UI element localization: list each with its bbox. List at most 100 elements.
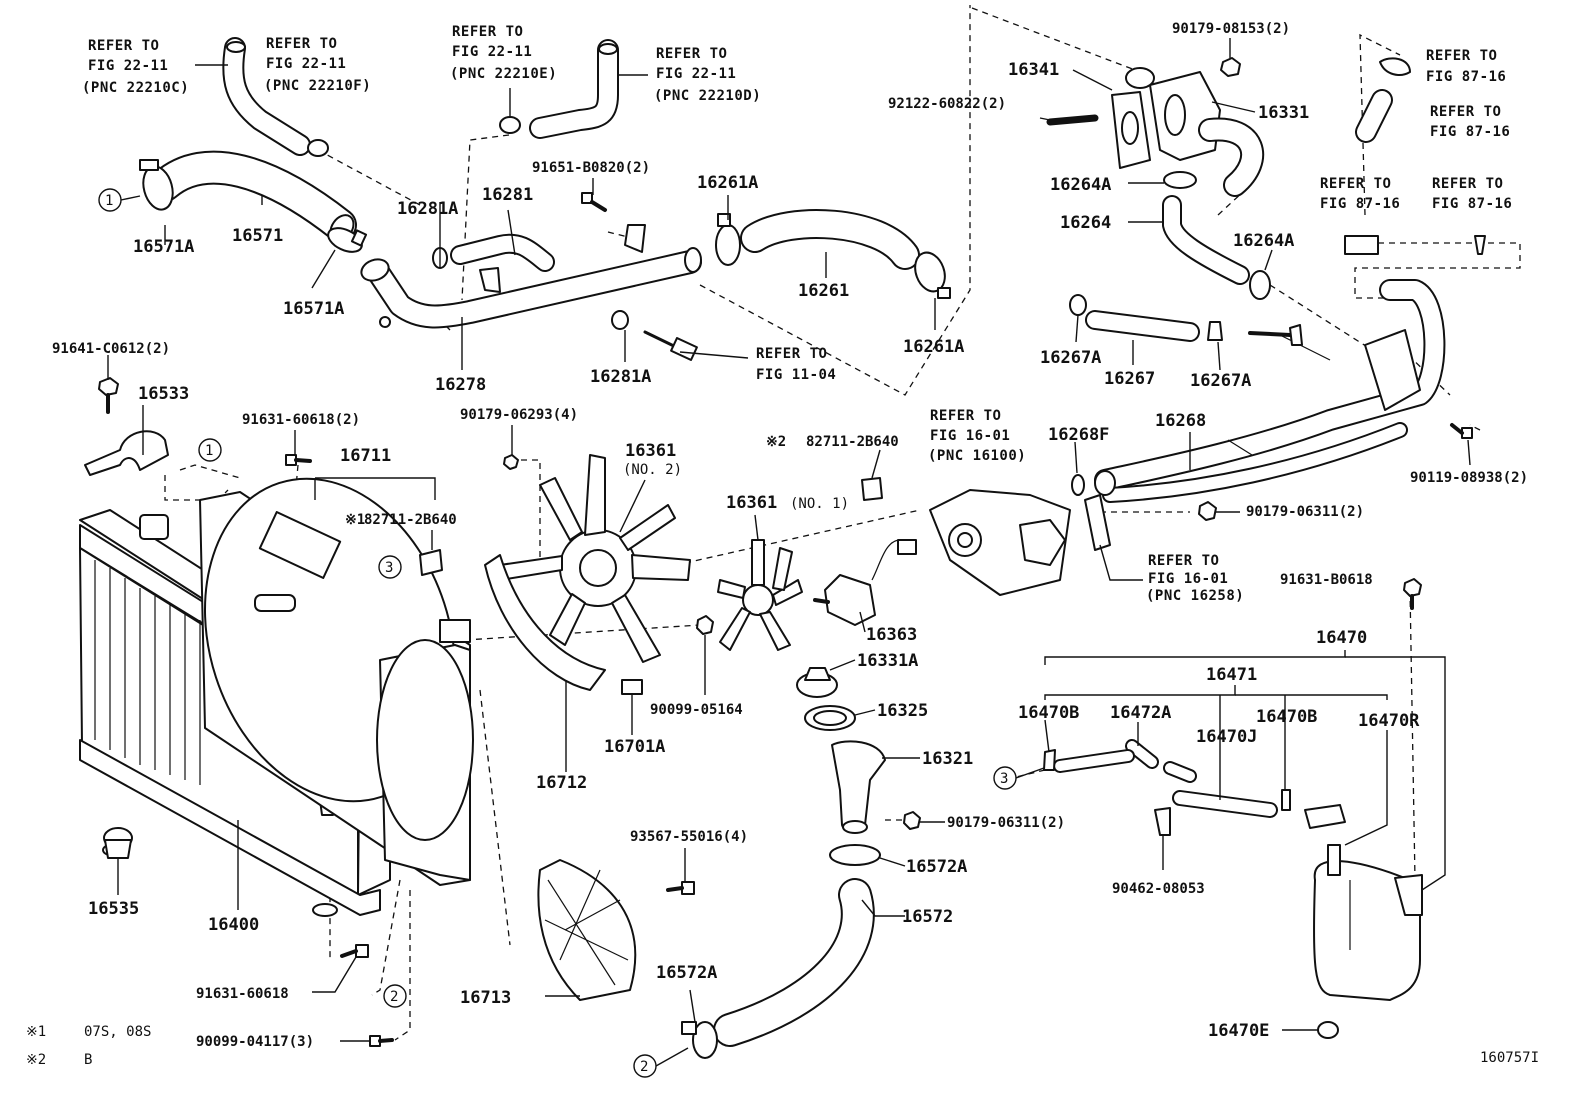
label-16470r: 16470R bbox=[1358, 711, 1420, 731]
label-16325: 16325 bbox=[877, 701, 928, 721]
label-16361-no2: 16361 bbox=[625, 441, 676, 461]
cushion-16535 bbox=[103, 827, 133, 859]
water-inlet-16321 bbox=[831, 740, 886, 834]
hose-clamp-16572a-bottom bbox=[681, 1021, 718, 1059]
label-16261a-top: 16261A bbox=[697, 173, 758, 193]
label-16281a-bottom: 16281A bbox=[590, 367, 651, 387]
label-16470j: 16470J bbox=[1196, 727, 1257, 747]
label-90179-06311b: 90179-06311(2) bbox=[947, 815, 1065, 831]
label-16571a-top: 16571A bbox=[133, 237, 194, 257]
footnote-2-mark: ※2 bbox=[26, 1052, 46, 1068]
label-82711-1: 82711-2B640 bbox=[364, 512, 457, 528]
bolt-93567 bbox=[666, 881, 695, 895]
label-16267: 16267 bbox=[1104, 369, 1155, 389]
water-bypass-pipe-16268 bbox=[1094, 279, 1446, 503]
label-16321: 16321 bbox=[922, 749, 973, 769]
temperature-sensor bbox=[643, 330, 698, 361]
svg-text:REFER TO: REFER TO bbox=[1426, 48, 1497, 64]
label-82711-2: 82711-2B640 bbox=[806, 434, 899, 450]
gasket-16325 bbox=[804, 705, 856, 731]
clip-90462 bbox=[1154, 807, 1171, 836]
hose-clamp-16281a-bottom bbox=[611, 310, 629, 330]
ref-87-16-a: REFER TO FIG 87-16 bbox=[1426, 48, 1506, 85]
label-16361-no1: 16361 bbox=[726, 493, 777, 513]
bolt-90099-04117 bbox=[369, 1035, 394, 1047]
svg-text:(PNC 16258): (PNC 16258) bbox=[1146, 588, 1244, 604]
clip-16470b-right bbox=[1281, 789, 1291, 811]
svg-text:REFER TO: REFER TO bbox=[930, 408, 1001, 424]
label-16571: 16571 bbox=[232, 226, 283, 246]
label-16264a-bottom: 16264A bbox=[1233, 231, 1294, 251]
label-16331: 16331 bbox=[1258, 103, 1309, 123]
svg-text:REFER TO: REFER TO bbox=[1430, 104, 1501, 120]
label-16713: 16713 bbox=[460, 988, 511, 1008]
label-16471: 16471 bbox=[1206, 665, 1257, 685]
ref-22210c: REFER TO FIG 22-11 (PNC 22210C) bbox=[82, 38, 189, 96]
bolt-91631-60618b bbox=[340, 944, 369, 958]
bolt-91651 bbox=[581, 192, 607, 212]
figure-id: 160757I bbox=[1480, 1050, 1539, 1066]
hose-clamp-16261a-top bbox=[715, 213, 741, 266]
lower-hose-16572 bbox=[713, 878, 875, 1047]
nut-90179-06311a bbox=[1198, 501, 1217, 521]
svg-text:REFER TO: REFER TO bbox=[1320, 176, 1391, 192]
svg-text:REFER TO: REFER TO bbox=[266, 36, 337, 52]
reservoir-cap-16470r bbox=[1304, 804, 1346, 829]
svg-text:2: 2 bbox=[640, 1059, 648, 1075]
label-16267a-left: 16267A bbox=[1040, 348, 1101, 368]
heater-hose-22210f bbox=[222, 37, 311, 156]
label-90099-05164: 90099-05164 bbox=[650, 702, 743, 718]
label-16278: 16278 bbox=[435, 375, 486, 395]
footnote-2-text: B bbox=[84, 1052, 92, 1068]
fan-16361-no1 bbox=[717, 539, 803, 651]
svg-text:FIG 22-11: FIG 22-11 bbox=[88, 58, 168, 74]
label-16470e: 16470E bbox=[1208, 1021, 1269, 1041]
bolt-91641 bbox=[98, 377, 119, 414]
hose-clamp-87-16 bbox=[1379, 57, 1411, 76]
label-90099-04117: 90099-04117(3) bbox=[196, 1034, 314, 1050]
circle-callout-1-left: 1 bbox=[98, 188, 141, 212]
hose-clamp-16264a-bottom bbox=[1249, 270, 1271, 300]
label-16341: 16341 bbox=[1008, 60, 1059, 80]
label-16572a-top: 16572A bbox=[906, 857, 967, 877]
bolt-91631-60618a bbox=[285, 454, 312, 466]
clip-87-16 bbox=[1474, 235, 1486, 255]
drain-plug-16470e bbox=[1317, 1021, 1339, 1039]
ref-16100: REFER TO FIG 16-01 (PNC 16100) bbox=[928, 408, 1026, 464]
gasket-16341 bbox=[1111, 91, 1151, 169]
footnote-1-text: 07S, 08S bbox=[84, 1024, 151, 1040]
reservoir-hose-16472a bbox=[1125, 739, 1197, 783]
label-16281a-top: 16281A bbox=[397, 199, 458, 219]
flange-gasket bbox=[1084, 494, 1111, 551]
label-16281: 16281 bbox=[482, 185, 533, 205]
water-outlet-16331 bbox=[1125, 67, 1265, 197]
svg-text:FIG 22-11: FIG 22-11 bbox=[452, 44, 532, 60]
label-91631-60618a: 91631-60618(2) bbox=[242, 412, 360, 428]
ref-22210d: REFER TO FIG 22-11 (PNC 22210D) bbox=[654, 46, 761, 104]
reservoir-hose-16470j bbox=[1172, 790, 1278, 818]
label-mark2: ※2 bbox=[766, 434, 786, 450]
svg-text:FIG 22-11: FIG 22-11 bbox=[656, 66, 736, 82]
hose-clamp-16571a-bottom bbox=[327, 227, 368, 253]
heater-hose-22210d bbox=[529, 39, 619, 139]
hose-clamp-16267a-left bbox=[1069, 294, 1087, 316]
svg-text:FIG 87-16: FIG 87-16 bbox=[1430, 124, 1510, 140]
clip-82711-2 bbox=[861, 477, 883, 501]
hose-clamp-16572a-top bbox=[829, 844, 881, 866]
label-16261: 16261 bbox=[798, 281, 849, 301]
label-91641: 91641-C0612(2) bbox=[52, 341, 170, 357]
clip-16470b-left bbox=[1043, 749, 1056, 771]
label-90179-06293: 90179-06293(4) bbox=[460, 407, 578, 423]
label-16267a-right: 16267A bbox=[1190, 371, 1251, 391]
ref-87-16-b: REFER TO FIG 87-16 bbox=[1430, 104, 1510, 140]
fan-shroud-16713 bbox=[537, 859, 637, 1001]
label-16712: 16712 bbox=[536, 773, 587, 793]
bolt-90119 bbox=[1450, 423, 1473, 439]
svg-text:1: 1 bbox=[105, 193, 113, 209]
label-16268f: 16268F bbox=[1048, 425, 1109, 445]
svg-text:FIG 11-04: FIG 11-04 bbox=[756, 367, 836, 383]
fan-motor-16363 bbox=[813, 539, 917, 626]
ref-11-04: REFER TO FIG 11-04 bbox=[756, 346, 836, 383]
nut-90179-06293 bbox=[503, 454, 519, 470]
label-90462: 90462-08053 bbox=[1112, 881, 1205, 897]
